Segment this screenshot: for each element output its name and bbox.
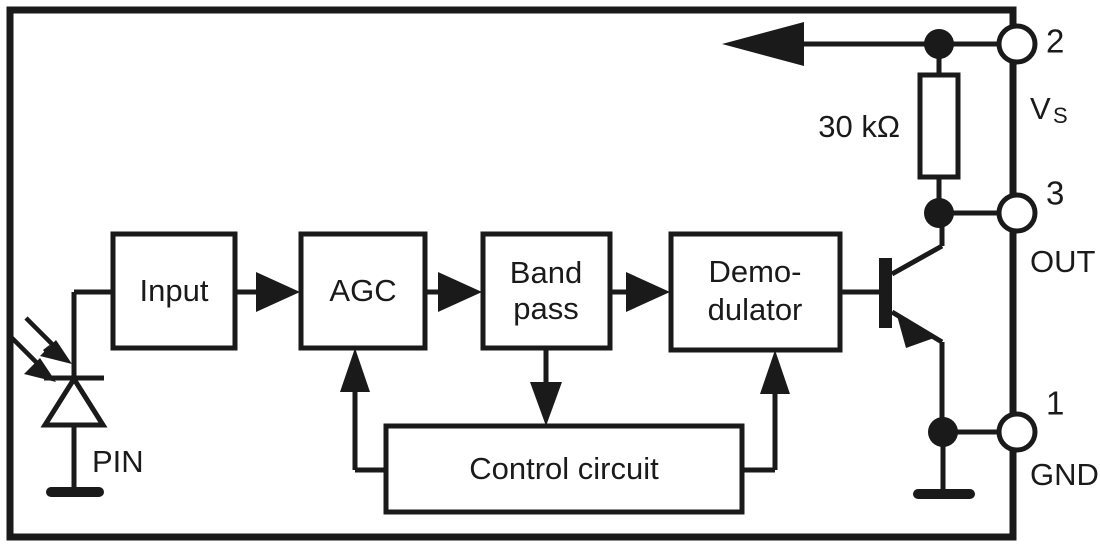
pin-2-terminal[interactable] xyxy=(996,23,1038,65)
block-demodulator-label-line2: dulator xyxy=(708,292,803,327)
pin-3-name: OUT xyxy=(1030,244,1096,279)
block-control-circuit xyxy=(383,423,745,515)
resistor-30k-body xyxy=(917,72,961,180)
arrow-agc-to-bandpass xyxy=(426,272,482,312)
pin-1-number: 1 xyxy=(1046,385,1064,422)
ground-symbol-module xyxy=(913,489,975,499)
block-bandpass-label-line1: Band xyxy=(510,255,582,290)
pin-3-number: 3 xyxy=(1046,175,1064,212)
transistor-base-bar xyxy=(879,258,892,328)
block-demodulator xyxy=(668,231,843,353)
pin-1-terminal[interactable] xyxy=(996,411,1038,453)
photodiode-label: PIN xyxy=(92,444,144,479)
pin-photodiode-symbol xyxy=(40,289,114,497)
junction-dot-vs xyxy=(924,29,954,59)
arrow-bandpass-to-demodulator xyxy=(611,272,670,312)
transistor-emitter-arrow xyxy=(896,312,934,348)
block-input xyxy=(110,231,238,351)
signal-bandpass-to-control xyxy=(530,349,562,426)
pin-1-name: GND xyxy=(1030,457,1099,492)
npn-transistor-symbol xyxy=(841,213,945,432)
pin-2-name-subscript: S xyxy=(1053,103,1068,128)
ground-symbol-diode xyxy=(46,487,104,497)
module-outline xyxy=(6,6,1017,541)
pin-3-terminal[interactable] xyxy=(996,192,1038,234)
resistor-value-label: 30 kΩ xyxy=(818,109,900,144)
feedback-control-to-agc xyxy=(340,348,386,473)
block-bandpass xyxy=(480,231,613,351)
feedback-control-to-demodulator xyxy=(742,350,790,473)
pin-2-name: V S xyxy=(1030,91,1068,128)
block-bandpass-label-line2: pass xyxy=(513,291,578,326)
supply-rail-arrow xyxy=(722,22,1013,66)
light-arrows-icon xyxy=(10,316,72,382)
arrow-input-to-agc xyxy=(236,272,300,312)
block-agc xyxy=(298,231,428,351)
pin-2-number: 2 xyxy=(1046,23,1064,60)
block-demodulator-label-line1: Demo- xyxy=(708,254,801,289)
block-control-circuit-label: Control circuit xyxy=(469,451,659,486)
block-input-label: Input xyxy=(140,273,209,308)
pin-2-name-main: V xyxy=(1030,91,1051,126)
block-agc-label: AGC xyxy=(329,273,396,308)
